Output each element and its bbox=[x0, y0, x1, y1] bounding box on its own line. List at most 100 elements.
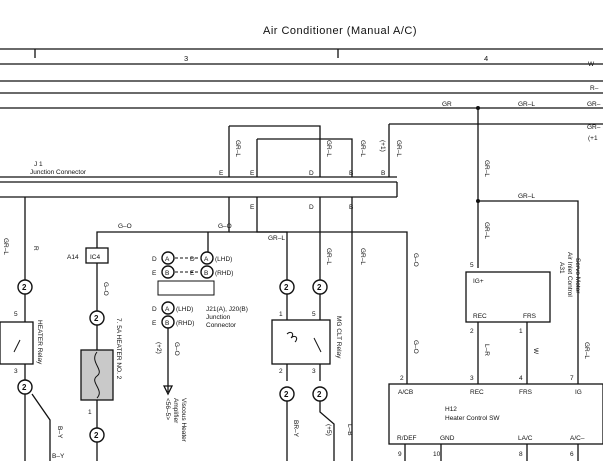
j1-pin-b-1: B bbox=[349, 170, 353, 177]
wire-label-gr-l-5: GR–L bbox=[268, 235, 285, 242]
j1-pin-b-2: B bbox=[381, 170, 385, 177]
h12-pin-8: 8 bbox=[519, 451, 523, 458]
wire-label-gr-l-2: GR–L bbox=[325, 140, 332, 157]
j21-a-right: A bbox=[204, 256, 209, 263]
a14-pin: IC4 bbox=[90, 254, 101, 261]
j21-b-lower: B bbox=[165, 320, 169, 327]
a31-id: A31 bbox=[558, 262, 565, 274]
wire-label-gr-left: GR–L bbox=[2, 238, 9, 255]
h12-pin-3: 3 bbox=[470, 375, 474, 382]
j21-rhd-1: (RHD) bbox=[215, 270, 233, 277]
fuse-body bbox=[80, 349, 114, 401]
j21-b-right: B bbox=[204, 270, 208, 277]
j21-b-left: B bbox=[165, 270, 169, 277]
mg-pin-2a: 2 bbox=[284, 283, 289, 292]
h12-pin-10: 10 bbox=[433, 451, 441, 458]
wire-label-gr-l-9: GR–L bbox=[483, 222, 490, 239]
wire-label-gr-l-4: GR–L bbox=[395, 140, 402, 157]
left-pin-2: 2 bbox=[22, 283, 27, 292]
wire-label-g-o-2: G–O bbox=[218, 223, 232, 230]
edge-label-r: R– bbox=[590, 85, 599, 92]
fuse-label: 7. 5A HEATER NO. 2 bbox=[115, 318, 122, 380]
wire-label-gr-l-11: GR–L bbox=[583, 342, 590, 359]
mg-pin-2c: 2 bbox=[279, 368, 283, 375]
mg-clt-relay-label: MG CLT Relay bbox=[335, 316, 342, 359]
j1-pin-b-3: B bbox=[349, 204, 353, 211]
j21-title: J21(A), J20(B) bbox=[206, 306, 248, 313]
j21-e-right: E bbox=[190, 270, 195, 277]
wire-label-b-y-1: B–Y bbox=[56, 426, 63, 439]
wire-label-gr-l-6: GR–L bbox=[325, 248, 332, 265]
mg-pin-5: 5 bbox=[312, 311, 316, 318]
j21-d-lower: D bbox=[152, 306, 157, 313]
a31-rec: REC bbox=[473, 313, 487, 320]
j21-name-2: Connector bbox=[206, 322, 237, 329]
j1-pin-e-1: E bbox=[219, 170, 224, 177]
j21-a-lower: A bbox=[165, 306, 170, 313]
wire-label-r: R bbox=[32, 246, 39, 251]
wire-label-g-o-4: G–O bbox=[173, 342, 180, 356]
j1-id: J 1 bbox=[34, 161, 43, 168]
mg-pin-2b: 2 bbox=[317, 283, 322, 292]
h12-ac: A/C– bbox=[570, 435, 585, 442]
h12-pin-2: 2 bbox=[400, 375, 404, 382]
fuse-pin-2: 2 bbox=[94, 314, 99, 323]
j1-name: Junction Connector bbox=[30, 169, 87, 176]
edge-label-gr-2: GR– bbox=[587, 124, 601, 131]
h12-gnd: GND bbox=[440, 435, 455, 442]
wire-label-gr-l-top: GR–L bbox=[518, 101, 535, 108]
wire-label-g-o-1: G–O bbox=[118, 223, 132, 230]
h12-name: Heater Control SW bbox=[445, 415, 500, 422]
wire-label-gr-l-8: GR–L bbox=[483, 160, 490, 177]
mg-pin-2e: 2 bbox=[317, 390, 322, 399]
a31-name-2: Servo Motor bbox=[574, 258, 581, 294]
column-number-3: 3 bbox=[184, 54, 188, 63]
fuse-pin-1: 1 bbox=[88, 409, 92, 416]
wire-label-l-b: L–B bbox=[346, 424, 353, 436]
j21-a-left: A bbox=[165, 256, 170, 263]
wire-label-w: W bbox=[532, 348, 539, 355]
a31-pin-1: 1 bbox=[519, 328, 523, 335]
j21-d-right: D bbox=[190, 256, 195, 263]
wire-label-gr-l-1: GR–L bbox=[234, 140, 241, 157]
wire-label-gr-l-7: GR–L bbox=[359, 248, 366, 265]
wire-label-plus2: (+2) bbox=[155, 342, 162, 354]
j21-e-left: E bbox=[152, 270, 157, 277]
viscous-label-3: <56–5> bbox=[164, 398, 171, 420]
a31-pin-5: 5 bbox=[470, 262, 474, 269]
wire-label-gr-l-10: GR–L bbox=[518, 193, 535, 200]
j21-e-lower: E bbox=[152, 320, 157, 327]
wire-label-gr: GR bbox=[442, 101, 452, 108]
edge-label-plus1: (+1 bbox=[588, 135, 598, 142]
h12-rec: REC bbox=[470, 389, 484, 396]
h12-acb: A/CB bbox=[398, 389, 413, 396]
viscous-label-2: Amplifier bbox=[172, 398, 179, 424]
mg-pin-3: 3 bbox=[312, 368, 316, 375]
h12-pin-9: 9 bbox=[398, 451, 402, 458]
j21-lhd-2: (LHD) bbox=[176, 306, 193, 313]
j1-pin-e-2: E bbox=[250, 170, 255, 177]
heater-relay-label: HEATER Relay bbox=[36, 320, 43, 365]
a31-name-1: Air Inlet Control bbox=[566, 252, 573, 297]
a31-pin-2: 2 bbox=[470, 328, 474, 335]
mg-pin-2d: 2 bbox=[284, 390, 289, 399]
a31-frs: FRS bbox=[523, 313, 537, 320]
wire-label-plus5: (+5) bbox=[325, 424, 332, 436]
edge-label-gr: GR– bbox=[587, 101, 601, 108]
column-number-4: 4 bbox=[484, 54, 488, 63]
j21-name-1: Junction bbox=[206, 314, 231, 321]
h12-ig: IG bbox=[575, 389, 582, 396]
j1-pin-d-1: D bbox=[309, 170, 314, 177]
wire-label-l-r: L–R bbox=[483, 344, 490, 356]
wire-label-gr-l-3: GR–L bbox=[359, 140, 366, 157]
h12-frs: FRS bbox=[519, 389, 533, 396]
left-pin-2b: 2 bbox=[22, 383, 27, 392]
h12-id: H12 bbox=[445, 406, 457, 413]
mg-pin-1: 1 bbox=[279, 311, 283, 318]
left-pin-5: 5 bbox=[14, 311, 18, 318]
j1-pin-e-3: E bbox=[250, 204, 255, 211]
h12-pin-7: 7 bbox=[570, 375, 574, 382]
j21-rhd-2: (RHD) bbox=[176, 320, 194, 327]
wire-label-g-o-5: G–O bbox=[412, 253, 419, 267]
wire-label-g-o-6: G–O bbox=[412, 340, 419, 354]
